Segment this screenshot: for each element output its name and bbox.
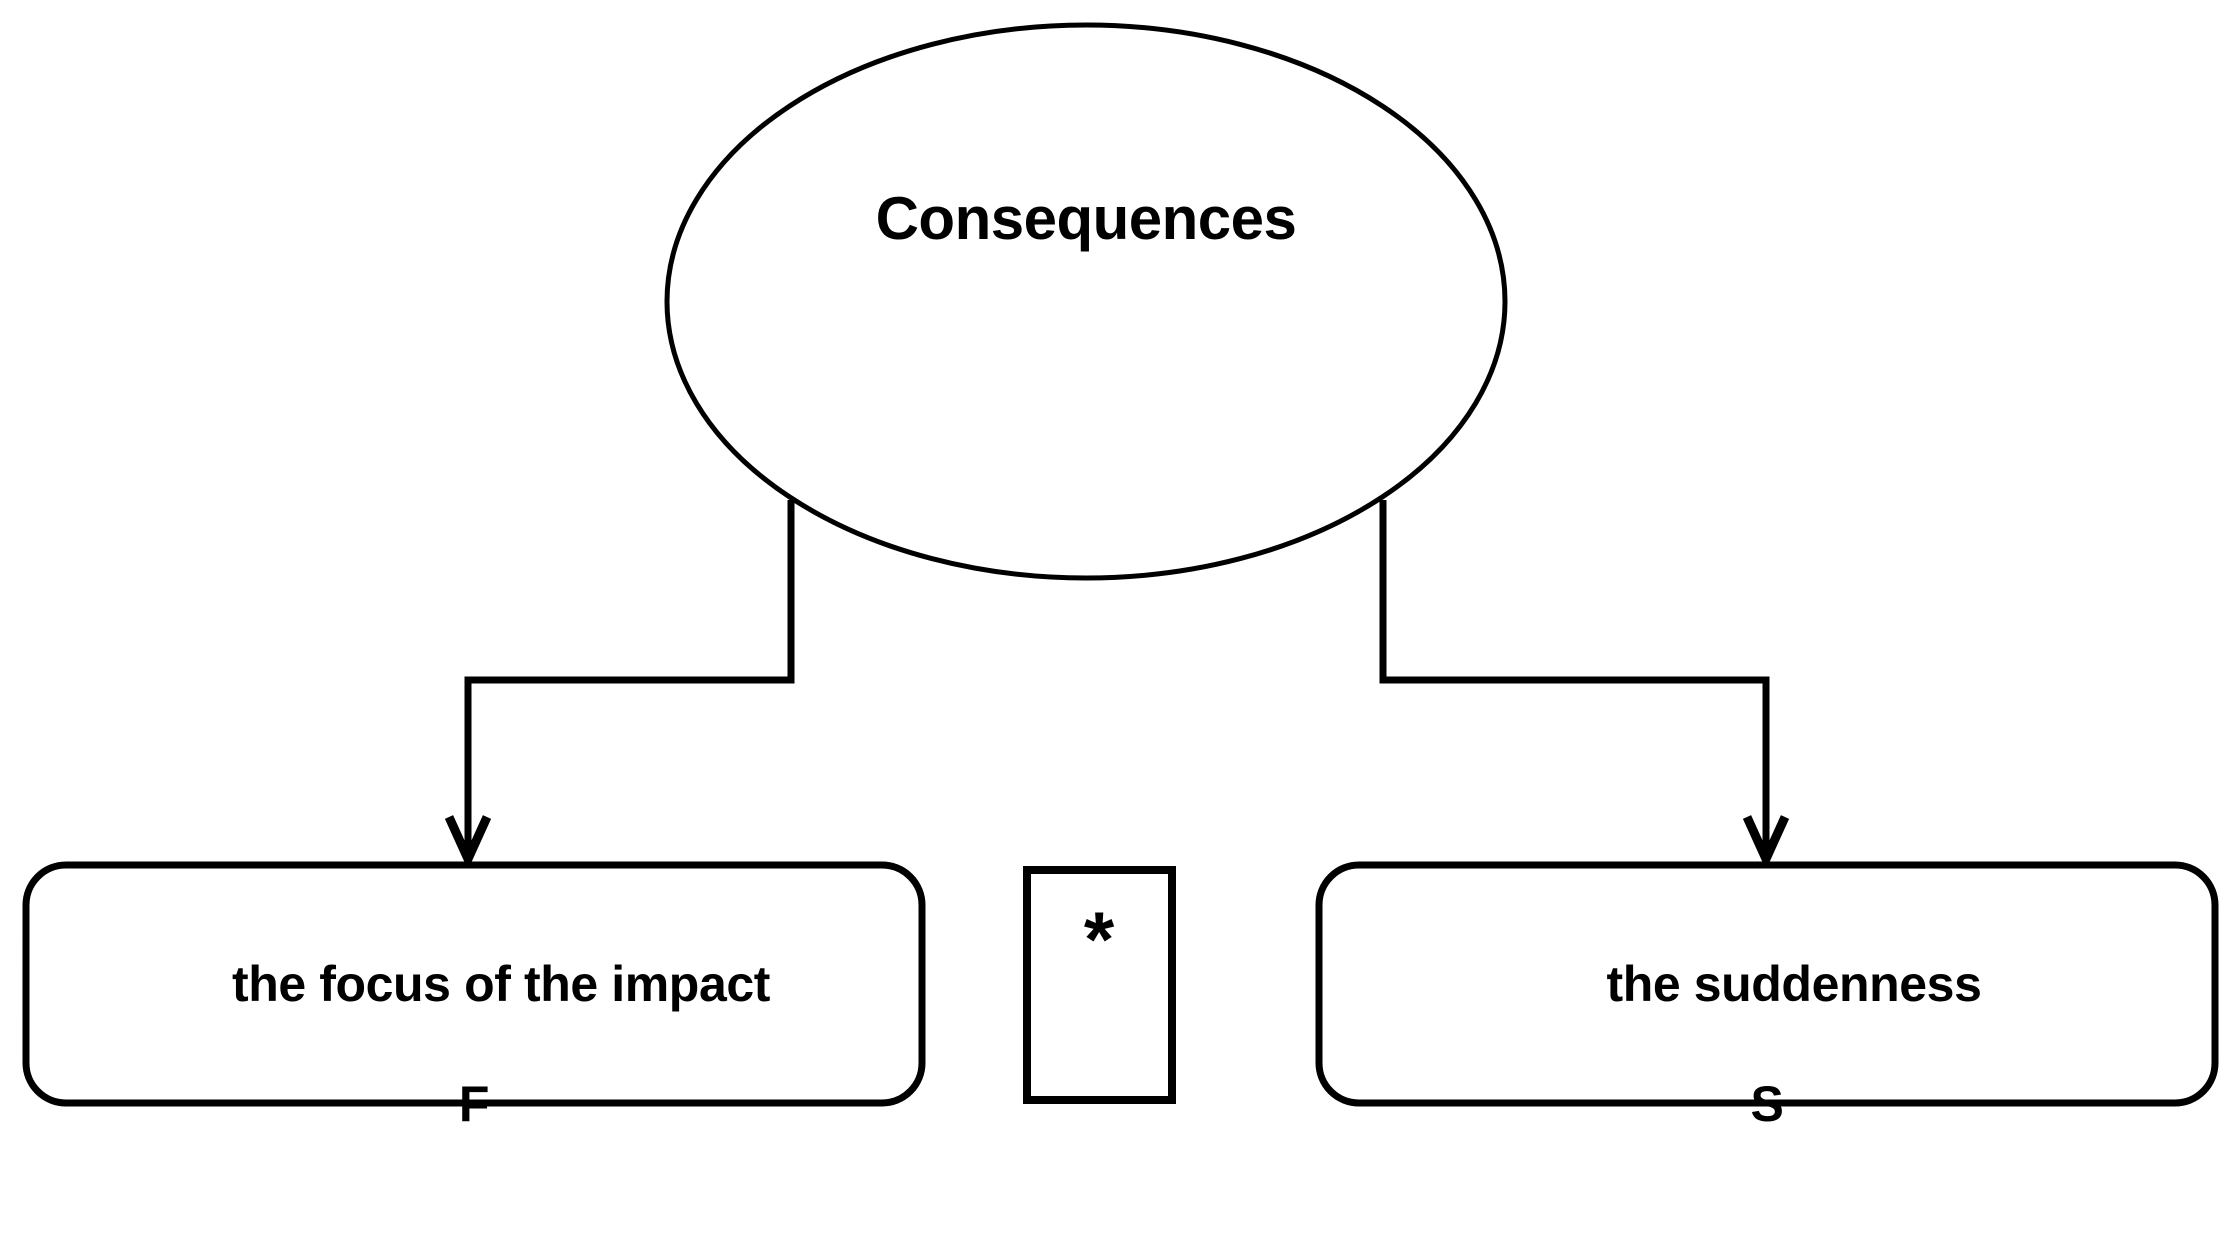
connector-root-to-focus[interactable] — [444, 500, 795, 870]
child-node-suddenness-box[interactable] — [1315, 861, 2219, 1107]
diagram-vector-layer — [22, 22, 2219, 1107]
operator-node-box[interactable] — [1023, 866, 1176, 1104]
diagram-canvas: Consequences the focus of the impact F t… — [22, 22, 2219, 1132]
arrowhead-open-v-left — [444, 815, 492, 870]
child-node-focus-box[interactable] — [22, 861, 926, 1107]
root-node-ellipse[interactable] — [664, 22, 1508, 581]
connector-root-to-suddenness[interactable] — [1379, 500, 1790, 870]
arrowhead-open-v-right — [1742, 815, 1790, 870]
